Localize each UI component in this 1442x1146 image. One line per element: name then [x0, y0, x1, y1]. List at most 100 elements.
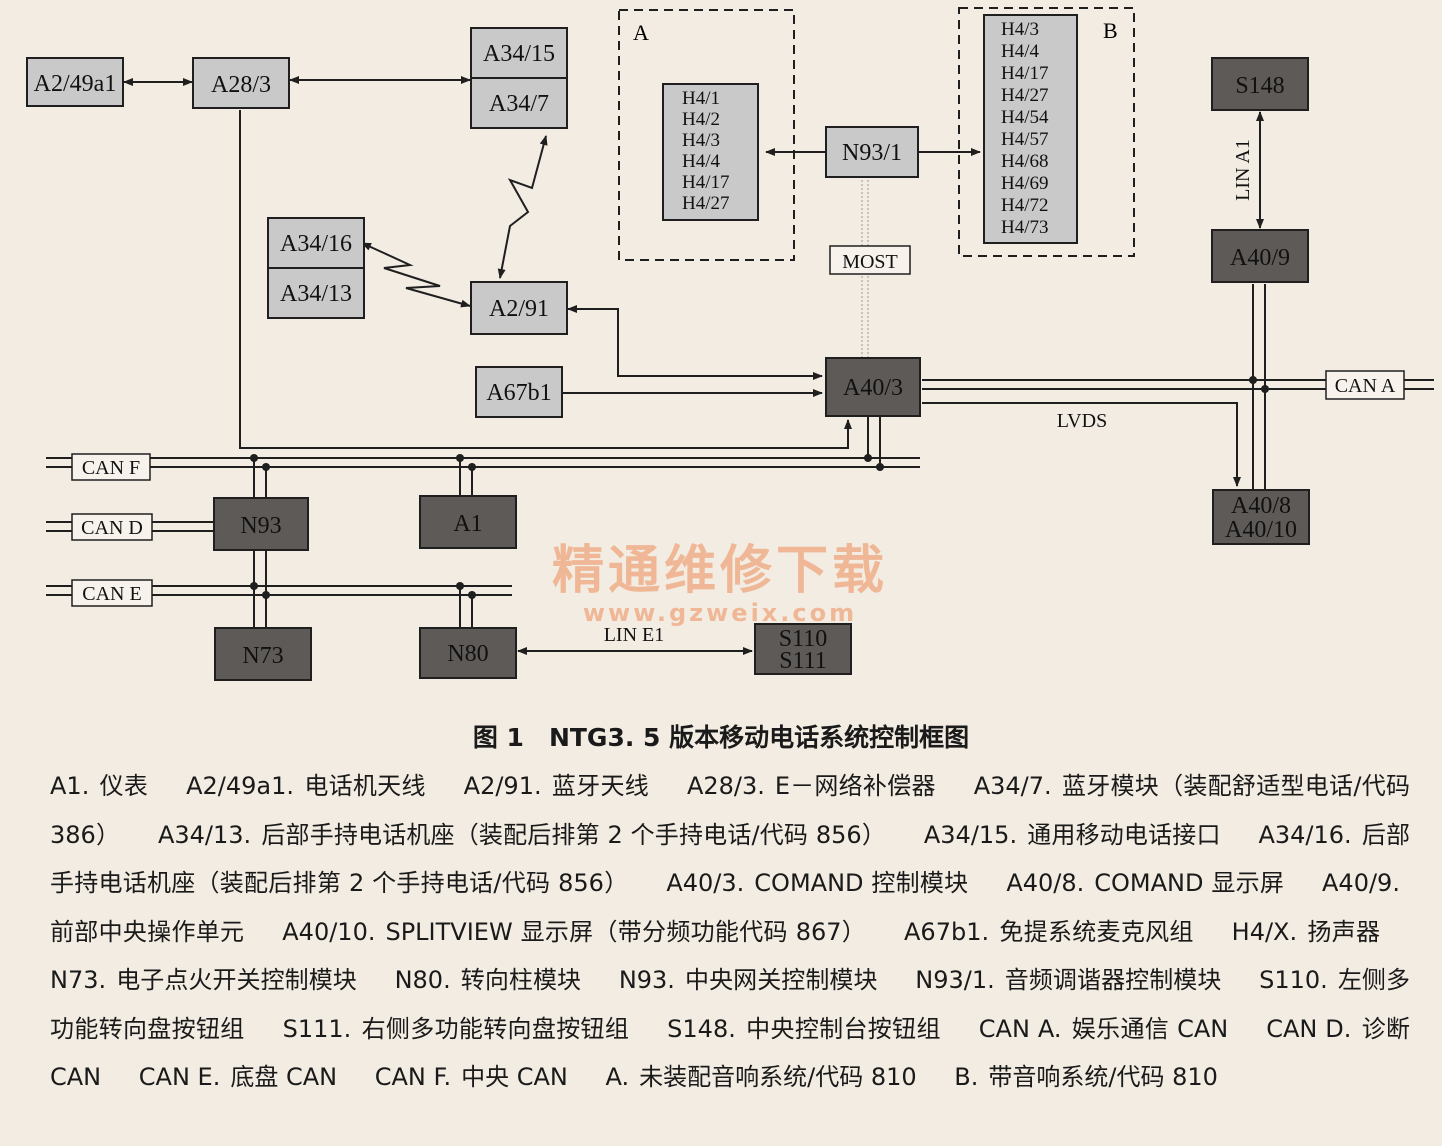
node-dot	[876, 463, 884, 471]
legend-item: N73.电子点火开关控制模块	[50, 966, 357, 994]
box-a67b1	[475, 366, 563, 418]
speaker-a-5: H4/17	[682, 172, 730, 193]
legend-key: H4/X.	[1231, 917, 1298, 946]
legend-text: 通用移动电话接口	[1027, 820, 1221, 849]
figure-caption: 图 1 NTG3. 5 版本移动电话系统控制框图	[472, 723, 970, 752]
legend-item: N80.转向柱模块	[395, 966, 582, 994]
legend-item: A34/15.通用移动电话接口	[924, 821, 1221, 849]
group-b-label: B	[1103, 18, 1118, 43]
legend-item: A34/7.蓝牙模块（装配舒适型电话/代码 386）	[50, 772, 1410, 849]
legend-item: CAN D.诊断 CAN	[50, 1015, 1410, 1092]
legend-item: S111. 右侧多功能转向盘按钮组	[283, 1015, 630, 1043]
node-dot	[456, 454, 464, 462]
legend-item: A28/3.E－网络补偿器	[687, 772, 936, 800]
legend-text: E－网络补偿器	[774, 772, 936, 800]
legend-key: A1.	[50, 772, 90, 800]
legend-item: A40/9.前部中央操作单元	[50, 869, 1410, 946]
legend-key: B.	[954, 1063, 979, 1091]
box-n80	[419, 627, 517, 679]
box-a3413	[267, 267, 365, 319]
legend-text: 扬声器	[1307, 917, 1380, 946]
bus-label-box-can-f	[71, 453, 151, 481]
label-n93: N93	[240, 513, 281, 539]
speaker-b-5: H4/54	[1001, 107, 1049, 128]
label-a67b1: A67b1	[486, 380, 551, 406]
bus-label-can-d: CAN D	[81, 517, 143, 539]
legend-text: 蓝牙模块（装配舒适型电话/代码 386）	[50, 772, 1410, 849]
bus-label-lin-a1: LIN A1	[1232, 139, 1254, 201]
box-a347	[470, 77, 568, 129]
speaker-a-3: H4/3	[682, 130, 720, 151]
box-a409	[1211, 229, 1309, 283]
box-a403	[825, 357, 921, 417]
label-s148: S148	[1235, 73, 1284, 99]
group-a-label: A	[633, 20, 649, 45]
box-group-a-speakers	[662, 83, 759, 221]
legend-text: 中央网关控制模块	[684, 966, 878, 994]
legend-text: 娱乐通信 CAN	[1071, 1014, 1229, 1043]
legend-item: A34/13.后部手持电话机座（装配后排第 2 个手持电话/代码 856）	[158, 821, 886, 849]
legend-text: 带音响系统/代码 810	[988, 1063, 1218, 1091]
speaker-b-4: H4/27	[1001, 85, 1049, 106]
bus-label-can-e: CAN E	[82, 583, 141, 605]
legend-key: CAN E.	[138, 1063, 221, 1091]
legend-item: A1. 仪表	[50, 772, 148, 800]
label-a3415: A34/15	[483, 41, 555, 67]
node-dot	[250, 454, 258, 462]
legend-key: N93.	[618, 966, 675, 994]
legend-key: S148.	[667, 1014, 736, 1043]
legend-text: 免提系统麦克风组	[999, 917, 1194, 946]
link-lvds	[922, 402, 1241, 487]
bus-label-can-f: CAN F	[82, 457, 140, 479]
box-a249a1	[26, 57, 124, 107]
legend-item: A40/8.COMAND 显示屏	[1006, 869, 1284, 897]
bus-label-lin-e1: LIN E1	[604, 624, 665, 646]
legend-text: 中央控制台按钮组	[745, 1014, 941, 1043]
legend-item: CAN A.娱乐通信 CAN	[979, 1015, 1228, 1043]
box-n93	[213, 497, 309, 551]
legend-item: H4/X. 扬声器	[1232, 918, 1380, 946]
box-s110-s111	[754, 623, 852, 675]
legend-text: 中央 CAN	[461, 1063, 568, 1091]
legend-text: 转向柱模块	[460, 966, 582, 994]
legend: A1. 仪表 A2/49a1.电话机天线 A2/91.蓝牙天线 A28/3.E－网…	[50, 762, 1410, 1102]
label-a283: A28/3	[211, 72, 271, 98]
legend-item: A2/49a1.电话机天线	[186, 772, 426, 800]
group-a-frame	[618, 9, 795, 261]
speaker-a-2: H4/2	[682, 109, 720, 130]
legend-item: A.未装配音响系统/代码 810	[606, 1063, 917, 1091]
label-a3413: A34/13	[280, 281, 352, 307]
box-n73	[214, 627, 312, 681]
legend-key: S111.	[282, 1014, 352, 1043]
legend-item: A40/3.COMAND 控制模块	[666, 869, 968, 897]
legend-item: A2/91.蓝牙天线	[464, 772, 649, 800]
bus-label-box-can-a	[1325, 370, 1405, 400]
box-a3415	[470, 27, 568, 79]
bus-label-box-can-d	[71, 513, 153, 541]
legend-text: 仪表	[99, 772, 149, 800]
label-s111: S111	[779, 648, 827, 674]
legend-item: A34/16.后部手持电话机座（装配后排第 2 个手持电话/代码 856）	[50, 821, 1410, 898]
node-dot	[468, 591, 476, 599]
speaker-a-6: H4/27	[682, 193, 730, 214]
legend-item: B. 带音响系统/代码 810	[954, 1063, 1218, 1091]
speaker-b-7: H4/68	[1001, 151, 1049, 172]
speaker-b-1: H4/3	[1001, 19, 1039, 40]
label-a291: A2/91	[489, 296, 549, 322]
label-a347: A34/7	[489, 91, 549, 117]
legend-key: CAN F.	[374, 1063, 452, 1091]
node-dot	[250, 582, 258, 590]
wireless-link-a347-a291	[497, 135, 548, 279]
legend-key: CAN D.	[1266, 1014, 1352, 1043]
bus-label-lvds: LVDS	[1057, 410, 1107, 432]
node-dot	[456, 582, 464, 590]
legend-item: S148. 中央控制台按钮组	[667, 1015, 941, 1043]
legend-text: SPLITVIEW 显示屏（带分频功能代码 867）	[385, 917, 867, 946]
node-dot	[864, 454, 872, 462]
legend-key: A40/10.	[282, 917, 376, 946]
speaker-b-9: H4/72	[1001, 195, 1049, 216]
label-a3416: A34/16	[280, 231, 352, 257]
speaker-b-8: H4/69	[1001, 173, 1049, 194]
bus-label-most: MOST	[842, 251, 898, 273]
legend-text: 右侧多功能转向盘按钮组	[361, 1014, 630, 1043]
